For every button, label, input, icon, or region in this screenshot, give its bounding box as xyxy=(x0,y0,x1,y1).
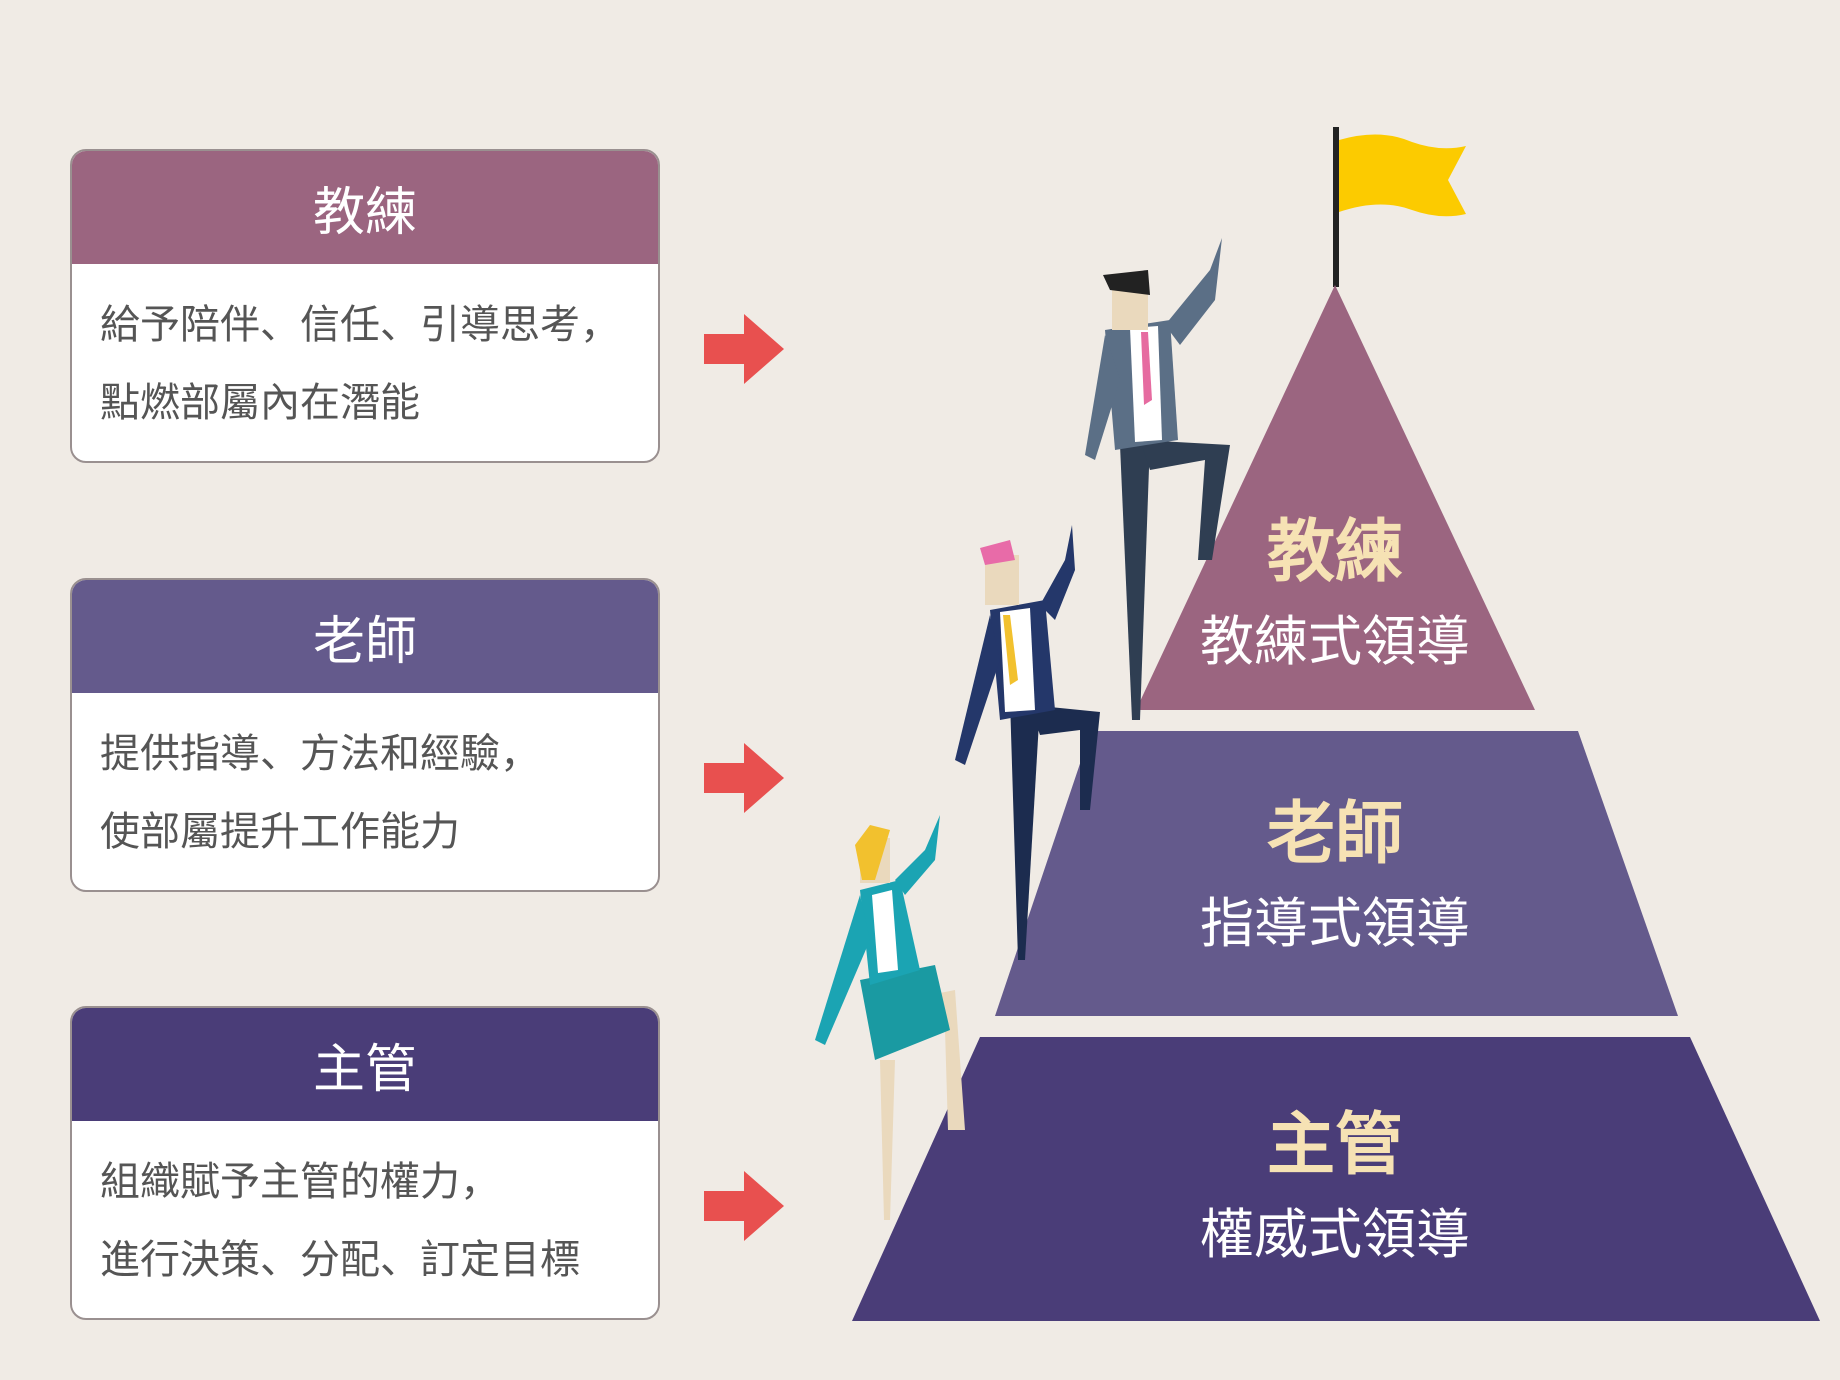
pyramid-title-coach: 教練 xyxy=(1267,513,1403,592)
pyramid-subtitle-teacher: 指導式領導 xyxy=(1200,892,1470,955)
card-title-teacher: 老師 xyxy=(72,580,658,693)
card-coach: 教練 給予陪伴、信任、引導思考， 點燃部屬內在潛能 xyxy=(70,149,660,463)
pyramid-title-teacher: 老師 xyxy=(1267,795,1403,874)
card-manager: 主管 組織賦予主管的權力， 進行決策、分配、訂定目標 xyxy=(70,1006,660,1320)
pyramid-subtitle-coach: 教練式領導 xyxy=(1200,610,1470,673)
pyramid-tier-manager xyxy=(852,1037,1820,1321)
arrow-right-icon xyxy=(704,743,784,813)
card-text-line: 組織賦予主管的權力， xyxy=(100,1159,500,1205)
card-text-line: 使部屬提升工作能力 xyxy=(100,809,460,855)
pyramid-tier-coach xyxy=(1136,285,1535,710)
climber-top-figure xyxy=(1085,238,1230,720)
pyramid-title-manager: 主管 xyxy=(1267,1106,1403,1185)
card-text-line: 點燃部屬內在潛能 xyxy=(100,380,420,426)
flag-icon xyxy=(1339,134,1466,217)
card-teacher: 老師 提供指導、方法和經驗， 使部屬提升工作能力 xyxy=(70,578,660,892)
card-text-line: 進行決策、分配、訂定目標 xyxy=(100,1237,580,1283)
pyramid-tier-teacher xyxy=(995,731,1678,1016)
climber-middle-figure xyxy=(955,525,1100,960)
climber-bottom-figure xyxy=(815,815,965,1220)
card-text-line: 提供指導、方法和經驗， xyxy=(100,731,540,777)
card-text-line: 給予陪伴、信任、引導思考， xyxy=(100,302,620,348)
card-title-coach: 教練 xyxy=(72,151,658,264)
card-title-manager: 主管 xyxy=(72,1008,658,1121)
pyramid-subtitle-manager: 權威式領導 xyxy=(1200,1203,1470,1266)
arrow-right-icon xyxy=(704,1171,784,1241)
arrow-right-icon xyxy=(704,314,784,384)
